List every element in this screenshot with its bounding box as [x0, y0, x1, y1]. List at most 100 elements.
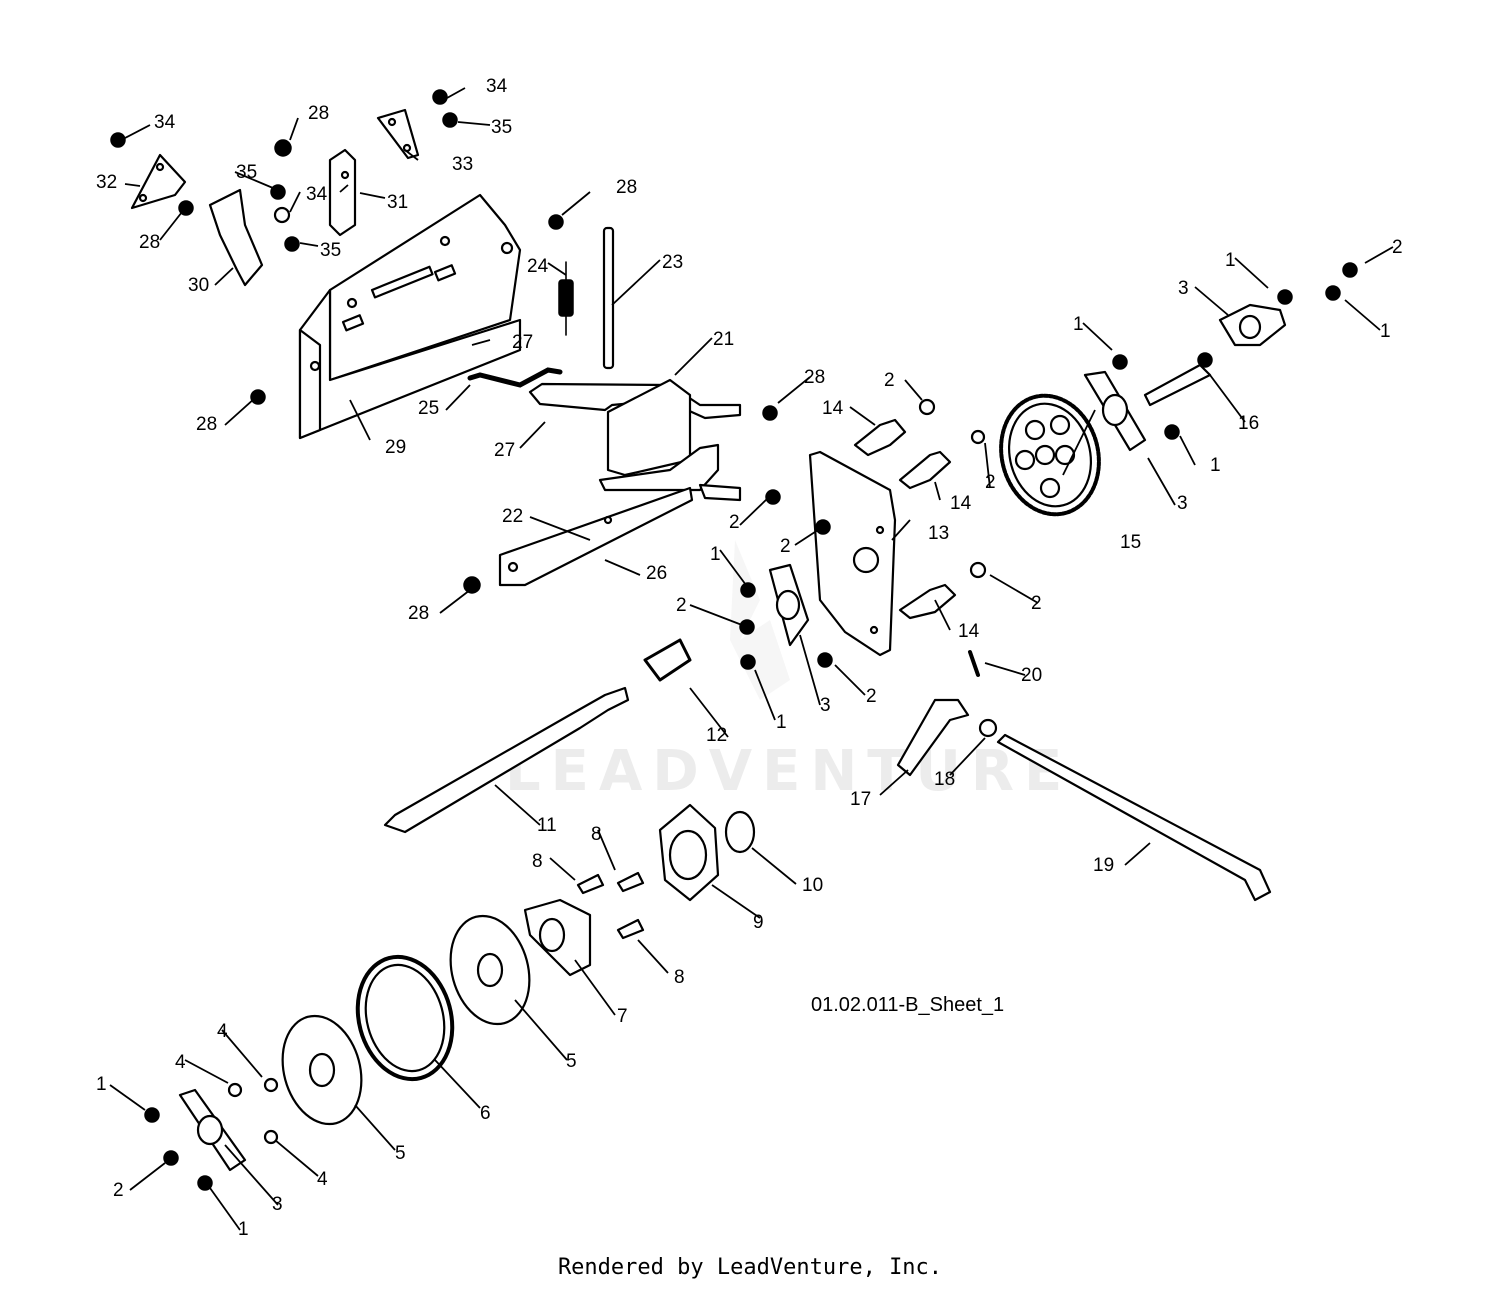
- callout-5: 5: [395, 1143, 406, 1164]
- callout-27: 27: [512, 332, 533, 353]
- watermark: LEADVENTURE: [505, 739, 1072, 804]
- part-15-gear: [999, 393, 1101, 517]
- part-25-rod: [467, 367, 563, 388]
- part-22-arm: [498, 486, 694, 587]
- callout-2: 2: [1392, 237, 1403, 258]
- part-23-rod: [602, 226, 615, 370]
- callout-1: 1: [1210, 455, 1221, 476]
- sheet-id: 01.02.011-B_Sheet_1: [811, 994, 1004, 1016]
- callout-35: 35: [491, 117, 512, 138]
- part-3-bearing-flange: [178, 303, 1287, 1172]
- callout-2: 2: [866, 686, 877, 707]
- callout-32: 32: [96, 172, 117, 193]
- callout-11: 11: [537, 815, 557, 836]
- part-24-spring: [558, 261, 574, 336]
- callout-21: 21: [713, 329, 734, 350]
- callout-28: 28: [616, 177, 637, 198]
- callout-3: 3: [1177, 493, 1188, 514]
- part-9-housing: [658, 803, 720, 902]
- callout-2: 2: [884, 370, 895, 391]
- part-13-plate: [808, 450, 897, 657]
- callout-27: 27: [494, 440, 515, 461]
- callout-2: 2: [113, 1180, 124, 1201]
- callout-24: 24: [527, 256, 549, 277]
- callout-28: 28: [308, 103, 329, 124]
- callout-3: 3: [820, 695, 831, 716]
- callout-25: 25: [418, 398, 439, 419]
- callout-1: 1: [1073, 314, 1084, 335]
- part-14-spacer: [853, 418, 957, 620]
- callout-22: 22: [502, 506, 523, 527]
- callout-28: 28: [139, 232, 160, 253]
- callout-13: 13: [928, 523, 949, 544]
- callout-23: 23: [662, 252, 683, 273]
- callout-1: 1: [710, 544, 721, 565]
- callout-17: 17: [850, 789, 871, 810]
- part-7-hub: [523, 898, 592, 977]
- callout-1: 1: [776, 712, 787, 733]
- callout-16: 16: [1238, 413, 1259, 434]
- callout-1: 1: [238, 1219, 249, 1240]
- callout-28: 28: [408, 603, 429, 624]
- watermark-logo-icon: [730, 540, 790, 700]
- callout-30: 30: [188, 275, 209, 296]
- callout-labels: 34 28 34 35 35 34 35 31 33 32 28 30 28 2…: [96, 76, 1403, 1240]
- callout-2: 2: [780, 536, 791, 557]
- part-20-pin: [968, 650, 980, 677]
- part-11-shaft: [383, 686, 630, 834]
- part-19-rod: [996, 733, 1272, 902]
- callout-1: 1: [96, 1074, 107, 1095]
- callout-4: 4: [217, 1021, 228, 1042]
- callout-3: 3: [272, 1194, 283, 1215]
- callout-3: 3: [1178, 278, 1189, 299]
- part-32-plate: [130, 153, 187, 210]
- part-10-snap-ring: [724, 810, 756, 854]
- callout-8: 8: [591, 824, 602, 845]
- callout-14: 14: [950, 493, 972, 514]
- callout-20: 20: [1021, 665, 1042, 686]
- callout-14: 14: [958, 621, 980, 642]
- callout-14: 14: [822, 398, 844, 419]
- callout-19: 19: [1093, 855, 1114, 876]
- part-18-ring: [978, 718, 998, 738]
- callout-15: 15: [1120, 532, 1141, 553]
- part-29-plate: [298, 193, 522, 440]
- part-16-shaft: [1143, 352, 1213, 407]
- part-17-arm: [896, 698, 970, 777]
- callout-9: 9: [753, 912, 764, 933]
- callout-5: 5: [566, 1051, 577, 1072]
- callout-34: 34: [486, 76, 508, 97]
- callout-35: 35: [236, 162, 257, 183]
- callout-4: 4: [317, 1169, 328, 1190]
- part-8-bolt: [576, 871, 645, 940]
- part-12-gear: [643, 638, 692, 682]
- callout-26: 26: [646, 563, 667, 584]
- callout-34: 34: [154, 112, 176, 133]
- part-6-ring: [355, 954, 455, 1082]
- callout-10: 10: [802, 875, 823, 896]
- callout-4: 4: [175, 1052, 186, 1073]
- hardware-nuts-bolts: [110, 89, 1358, 1191]
- callout-35: 35: [320, 240, 341, 261]
- callout-28: 28: [196, 414, 217, 435]
- part-31-bracket: [328, 148, 357, 237]
- part-5-disc: [281, 914, 531, 1126]
- callout-34: 34: [306, 184, 328, 205]
- part-33-plate: [376, 108, 420, 160]
- callout-12: 12: [706, 725, 727, 746]
- part-30-bracket: [208, 188, 264, 287]
- callout-7: 7: [617, 1006, 628, 1027]
- callout-33: 33: [452, 154, 473, 175]
- callout-2: 2: [676, 595, 687, 616]
- callout-1: 1: [1225, 250, 1236, 271]
- callout-2: 2: [729, 512, 740, 533]
- footer-credit: Rendered by LeadVenture, Inc.: [557, 1255, 943, 1280]
- callout-8: 8: [674, 967, 685, 988]
- callout-2: 2: [1031, 593, 1042, 614]
- callout-18: 18: [934, 769, 955, 790]
- part-21-lever: [528, 378, 742, 502]
- leader-lines: [109, 87, 1394, 1231]
- callout-2: 2: [985, 472, 996, 493]
